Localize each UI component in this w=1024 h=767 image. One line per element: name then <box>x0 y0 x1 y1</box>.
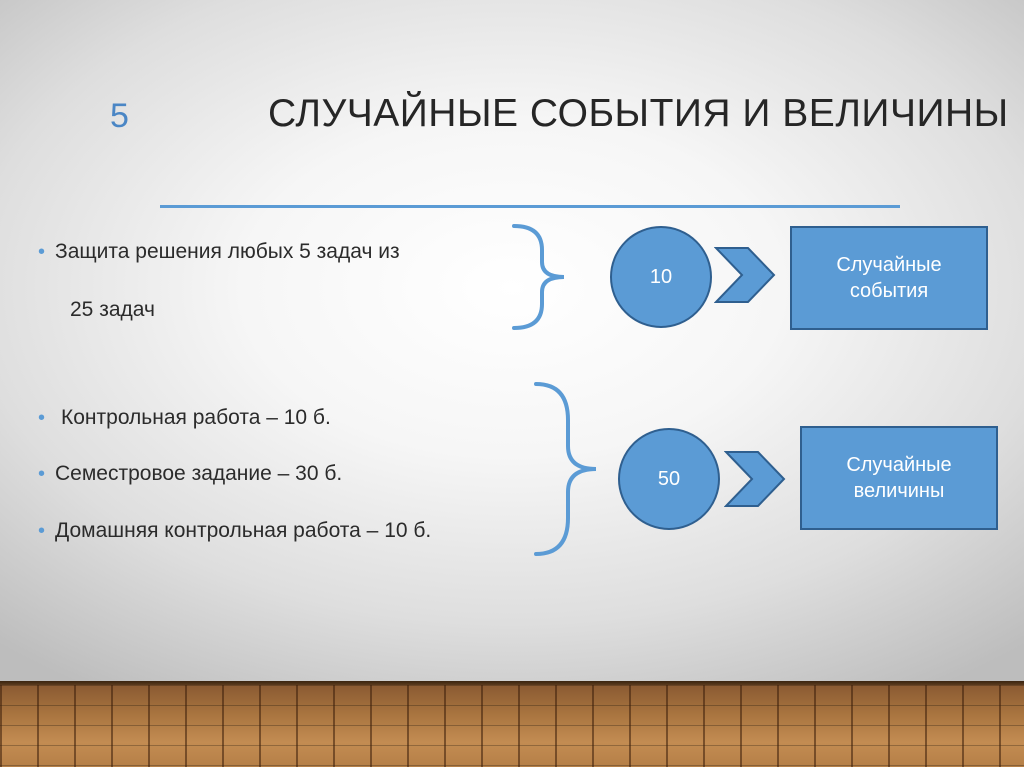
category-box: Случайные величины <box>800 426 998 530</box>
bullet-item: • Контрольная работа – 10 б. <box>38 406 331 430</box>
bullet-text: Домашняя контрольная работа – 10 б. <box>55 519 432 542</box>
value-circle: 50 <box>618 428 720 530</box>
bullet-dot-icon: • <box>38 241 46 263</box>
slide-number: 5 <box>110 97 129 135</box>
bullet-text: Семестровое задание – 30 б. <box>55 462 343 485</box>
value-circle: 10 <box>610 226 712 328</box>
bullet-dot-icon: • <box>38 520 46 542</box>
floor-edge <box>0 681 1024 687</box>
bullet-item: • Домашняя контрольная работа – 10 б. <box>38 519 431 543</box>
bullet-text: Контрольная работа – 10 б. <box>61 406 331 429</box>
bullet-item: • Защита решения любых 5 задач из <box>38 240 400 264</box>
bullet-dot-icon: • <box>38 407 46 429</box>
bullet-continuation: 25 задач <box>70 298 155 321</box>
right-brace-icon <box>512 224 565 330</box>
wooden-floor <box>0 685 1024 767</box>
chevron-right-icon <box>724 451 786 507</box>
bullet-item: • Семестровое задание – 30 б. <box>38 462 342 486</box>
bullet-dot-icon: • <box>38 463 46 485</box>
slide-title: СЛУЧАЙНЫЕ СОБЫТИЯ И ВЕЛИЧИНЫ <box>268 92 1009 135</box>
title-divider <box>160 205 900 208</box>
category-box: Случайные события <box>790 226 988 330</box>
slide-background <box>0 0 1024 685</box>
bullet-text: Защита решения любых 5 задач из <box>55 240 400 263</box>
chevron-right-icon <box>714 247 776 303</box>
right-brace-icon <box>534 382 597 556</box>
